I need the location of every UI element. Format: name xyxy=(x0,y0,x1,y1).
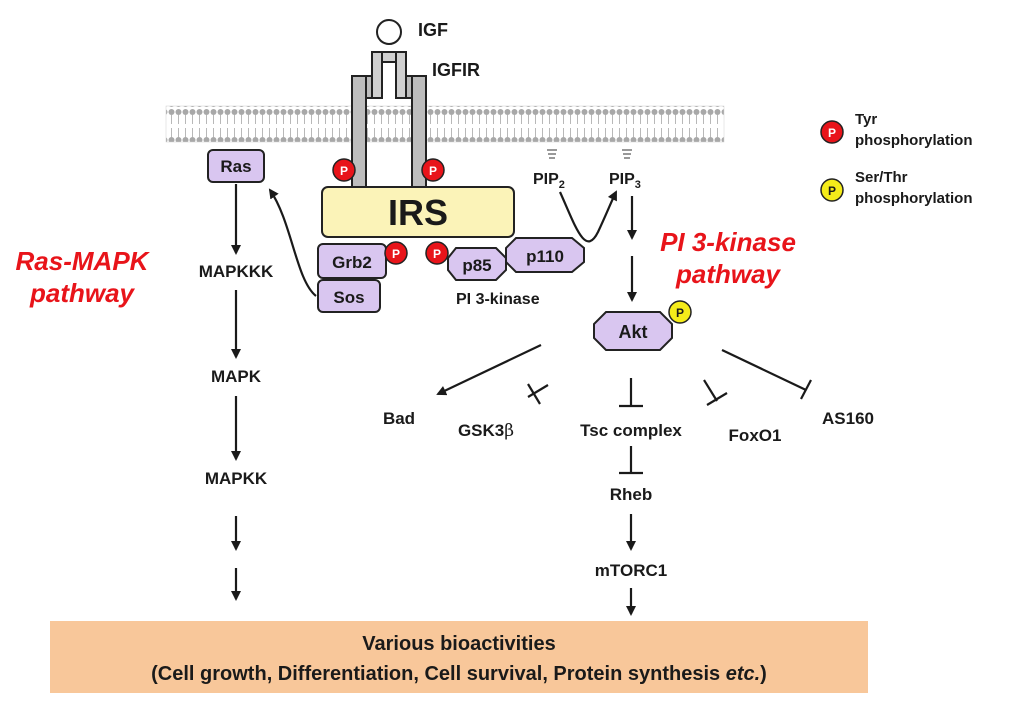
pi3k-complex-label: PI 3-kinase xyxy=(456,291,540,308)
svg-text:P: P xyxy=(433,247,441,261)
irs-box xyxy=(321,186,515,238)
pip2-lipid: PIP2 xyxy=(533,149,565,191)
bioactivities-box xyxy=(50,621,868,693)
svg-text:P: P xyxy=(676,306,684,320)
ras-mapk-title-line2: pathway xyxy=(29,278,136,308)
svg-text:phosphorylation: phosphorylation xyxy=(855,132,973,149)
tyr-phospho-receptor-left: P xyxy=(332,158,356,182)
akt-to-bad-arrow xyxy=(436,344,542,396)
svg-text:PIP3: PIP3 xyxy=(609,171,641,191)
akt-label: Akt xyxy=(618,322,647,342)
tyr-phospho-p85: P xyxy=(425,241,449,265)
akt-box xyxy=(593,311,673,351)
igf1-receptor xyxy=(351,51,427,189)
cell-membrane xyxy=(165,105,725,143)
svg-text:P: P xyxy=(429,164,437,178)
mtorc1-label: mTORC1 xyxy=(595,561,667,580)
mapk-label: MAPK xyxy=(211,367,262,386)
svg-text:Tyr: Tyr xyxy=(855,111,877,128)
legend-serthr: P Ser/Thr phosphorylation xyxy=(820,169,973,207)
pip2-to-pip3-arrow xyxy=(558,190,617,243)
bad-label: Bad xyxy=(383,409,415,428)
mapkkk-label: MAPKKK xyxy=(199,262,274,281)
legend-tyr: P Tyr phosphorylation xyxy=(820,111,973,149)
p110-box xyxy=(505,237,585,273)
igfir-label: IGFIR xyxy=(432,60,480,80)
igf-ligand xyxy=(376,19,402,45)
irs-label: IRS xyxy=(388,192,448,233)
sos-to-ras-arrow xyxy=(268,188,317,297)
akt-inhibits-tsc xyxy=(619,378,643,408)
grb2-label: Grb2 xyxy=(332,253,372,272)
sos-box xyxy=(317,279,381,313)
ras-label: Ras xyxy=(220,157,251,176)
ras-mapk-title-line1: Ras-MAPK xyxy=(16,246,151,276)
serthr-phospho-akt: P xyxy=(668,300,692,324)
svg-text:P: P xyxy=(828,184,836,198)
svg-text:P: P xyxy=(828,126,836,140)
p110-label: p110 xyxy=(526,247,564,266)
pi3k-title-line1: PI 3-kinase xyxy=(660,227,796,257)
svg-text:P: P xyxy=(340,164,348,178)
svg-text:PIP2: PIP2 xyxy=(533,171,565,191)
as160-label: AS160 xyxy=(822,409,874,428)
gsk3b-label: GSK3β xyxy=(458,421,514,441)
svg-text:phosphorylation: phosphorylation xyxy=(855,190,973,207)
tsc-complex-label: Tsc complex xyxy=(580,421,682,440)
tyr-phospho-grb2: P xyxy=(384,241,408,265)
ras-box xyxy=(207,149,265,183)
bioactivities-title: Various bioactivities xyxy=(362,633,555,655)
pip3-lipid: PIP3 xyxy=(609,149,641,191)
grb2-box xyxy=(317,243,387,279)
svg-text:Ser/Thr: Ser/Thr xyxy=(855,169,908,186)
akt-inhibits-as160 xyxy=(721,349,812,400)
akt-inhibits-gsk3b xyxy=(527,383,549,405)
bioactivities-detail: (Cell growth, Differentiation, Cell surv… xyxy=(151,663,767,685)
p85-box xyxy=(447,247,507,281)
svg-text:P: P xyxy=(392,247,400,261)
sos-label: Sos xyxy=(333,288,364,307)
akt-inhibits-foxo1 xyxy=(703,379,728,406)
mapkk-label: MAPKK xyxy=(205,469,268,488)
pi3k-title-line2: pathway xyxy=(675,259,782,289)
foxo1-label: FoxO1 xyxy=(729,426,782,445)
igf-label: IGF xyxy=(418,20,448,40)
rheb-label: Rheb xyxy=(610,485,653,504)
tyr-phospho-receptor-right: P xyxy=(421,158,445,182)
tsc-inhibits-rheb xyxy=(619,446,643,475)
p85-label: p85 xyxy=(462,256,491,275)
